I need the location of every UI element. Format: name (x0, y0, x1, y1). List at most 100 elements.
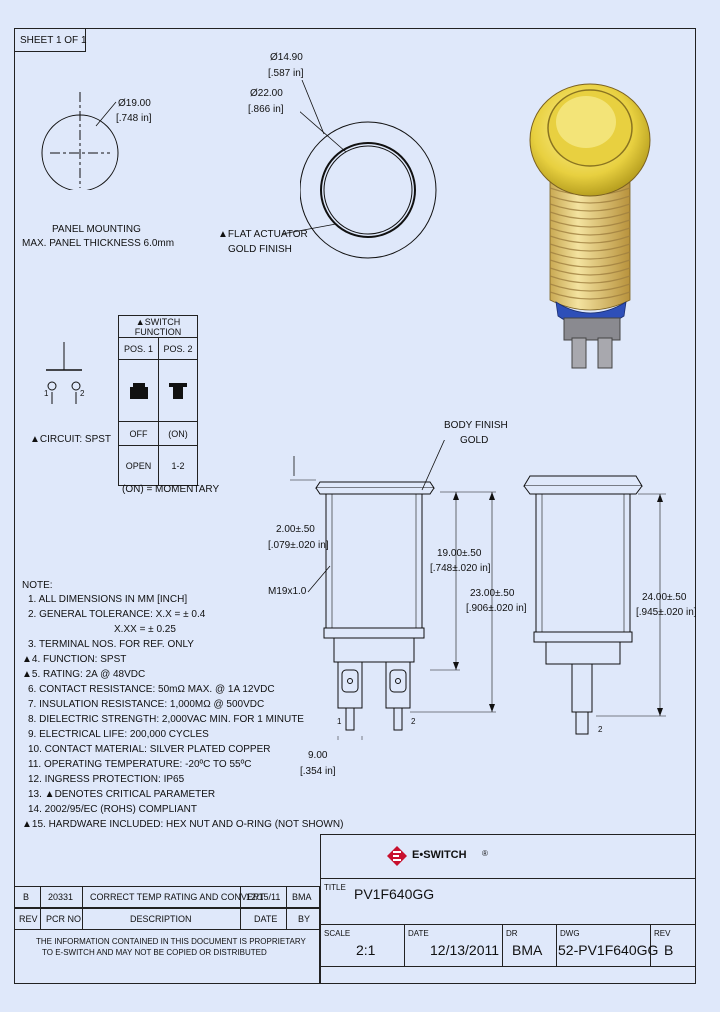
note-item: 3. TERMINAL NOS. FOR REF. ONLY (28, 639, 194, 650)
side-pin2: 2 (411, 717, 416, 726)
front-d1-in: [.587 in] (268, 68, 304, 79)
dr-label: DR (506, 929, 518, 938)
note-item: 13. ▲DENOTES CRITICAL PARAMETER (28, 789, 216, 800)
rev-h-by: BY (298, 914, 311, 924)
rev-h-date: DATE (254, 914, 278, 924)
rev-h-desc: DESCRIPTION (130, 914, 192, 924)
sf-conn1: OPEN (117, 445, 160, 486)
note-item: 6. CONTACT RESISTANCE: 50mΩ MAX. @ 1A 12… (28, 684, 275, 695)
sheet-label: SHEET 1 OF 1 (20, 35, 87, 46)
body-note-2: GOLD (460, 435, 489, 446)
right-pin2: 2 (598, 725, 603, 734)
circuit-label: ▲CIRCUIT: SPST (30, 434, 112, 445)
tb-col-4 (650, 924, 651, 966)
front-d1-mm: Ø14.90 (270, 52, 303, 63)
rev-description: CORRECT TEMP RATING AND CONVERT (90, 892, 265, 902)
tb-col-3 (556, 924, 557, 966)
tb-line-2 (320, 924, 696, 925)
note-item: 1. ALL DIMENSIONS IN MM [INCH] (28, 594, 188, 605)
rev-letter: B (23, 892, 30, 902)
title-block (320, 834, 696, 984)
notice-line-1: THE INFORMATION CONTAINED IN THIS DOCUME… (36, 937, 306, 946)
front-view-diagram (300, 80, 437, 259)
sheet-label-box (14, 28, 86, 52)
dim-right-mm: 24.00±.50 (642, 592, 687, 603)
rev-date: 12/15/11 (246, 892, 281, 902)
front-d2-in: [.866 in] (248, 104, 284, 115)
panel-dia-in: [.748 in] (116, 113, 152, 124)
rev-value: B (664, 942, 674, 958)
note-item: 2. GENERAL TOLERANCE: X.X = ± 0.4 (28, 609, 206, 620)
tb-col-1 (404, 924, 405, 966)
rev-h-pcr: PCR NO (46, 914, 82, 924)
sf-pos1: POS. 1 (117, 337, 160, 360)
scale-label: SCALE (324, 929, 351, 938)
dim-w-in: [.354 in] (300, 766, 336, 777)
brand-name: E•SWITCH (412, 849, 467, 861)
sf-state1: OFF (117, 421, 160, 446)
note-item: 10. CONTACT MATERIAL: SILVER PLATED COPP… (28, 744, 271, 755)
date-label: DATE (408, 929, 429, 938)
circuit-pin2: 2 (80, 389, 85, 398)
rev-by: BMA (292, 892, 312, 902)
dim-cap-in: [.079±.020 in] (268, 540, 329, 551)
sf-legend: (ON) = MOMENTARY (122, 484, 220, 495)
circuit-pin1: 1 (44, 389, 49, 398)
rev-col-4 (286, 886, 287, 930)
product-render (529, 83, 651, 369)
rev-h-rev: REV (19, 914, 38, 924)
dim-right-in: [.945±.020 in] (636, 607, 697, 618)
brand-mark: ® (482, 849, 488, 858)
dim-body-in: [.748±.020 in] (430, 563, 491, 574)
sf-title: ▲SWITCH FUNCTION (118, 315, 198, 338)
tb-col-2 (502, 924, 503, 966)
note-item: 12. INGRESS PROTECTION: IP65 (28, 774, 185, 785)
sf-state2: (ON) (158, 421, 198, 446)
note-item: 8. DIELECTRIC STRENGTH: 2,000VAC MIN. FO… (28, 714, 304, 725)
side-view-diagram (290, 440, 496, 740)
dim-total-mm: 23.00±.50 (470, 588, 515, 599)
date-value: 12/13/2011 (430, 942, 500, 958)
note-item: ▲4. FUNCTION: SPST (22, 654, 127, 665)
right-side-view-diagram (523, 475, 666, 735)
panel-caption-2: MAX. PANEL THICKNESS 6.0mm (22, 238, 175, 249)
panel-mounting-diagram (41, 92, 119, 190)
sf-pos2: POS. 2 (158, 337, 198, 360)
circuit-symbol-diagram (46, 342, 82, 404)
front-note-2: GOLD FINISH (228, 244, 292, 255)
tb-line-3 (320, 966, 696, 967)
thread-label: M19x1.0 (268, 586, 307, 597)
notes-block: NOTE: 1. ALL DIMENSIONS IN MM [INCH] 2. … (22, 580, 344, 834)
note-item: ▲15. HARDWARE INCLUDED: HEX NUT AND O-RI… (22, 819, 344, 830)
dim-w-mm: 9.00 (308, 750, 328, 761)
panel-dia-mm: Ø19.00 (118, 98, 151, 109)
drawing-title: PV1F640GG (354, 886, 435, 902)
notes-header: NOTE: (22, 580, 53, 591)
dim-total-in: [.906±.020 in] (466, 603, 527, 614)
rev-col-3 (240, 886, 241, 930)
body-note-1: BODY FINISH (444, 420, 508, 431)
note-item: X.XX = ± 0.25 (114, 624, 176, 635)
rev-row-line (14, 886, 320, 908)
panel-caption-1: PANEL MOUNTING (52, 224, 141, 235)
eswitch-logo-icon (387, 846, 407, 866)
tb-line-1 (320, 878, 696, 879)
dim-cap-mm: 2.00±.50 (276, 524, 315, 535)
side-pin1: 1 (337, 717, 342, 726)
dwg-label: DWG (560, 929, 580, 938)
dim-body-mm: 19.00±.50 (437, 548, 482, 559)
pos2-symbol-icon (169, 382, 188, 399)
dwg-value: 52-PV1F640GG (558, 942, 659, 958)
flat-actuator-leader (281, 223, 337, 235)
rev-col-2 (82, 886, 83, 930)
rev-header-line (14, 908, 320, 930)
title-label: TITLE (324, 883, 346, 892)
note-item: 14. 2002/95/EC (ROHS) COMPLIANT (28, 804, 197, 815)
notice-line-2: TO E-SWITCH AND MAY NOT BE COPIED OR DIS… (42, 948, 267, 957)
note-item: 7. INSULATION RESISTANCE: 1,000MΩ @ 500V… (28, 699, 265, 710)
dr-value: BMA (512, 942, 543, 958)
scale-value: 2:1 (356, 942, 376, 958)
note-item: 11. OPERATING TEMPERATURE: -20ºC TO 55ºC (28, 759, 252, 770)
